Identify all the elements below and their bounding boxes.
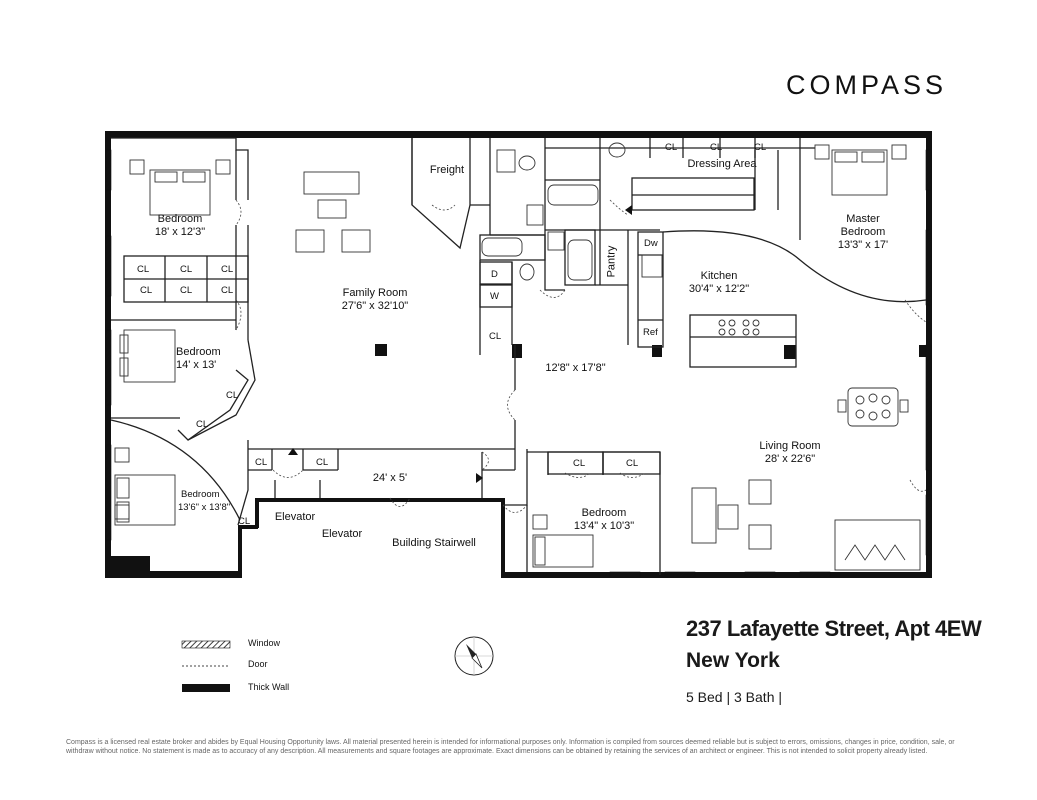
room-bedroom3: Bedroom 13'6" x 13'8" <box>178 488 238 514</box>
listing-summary: 5 Bed | 3 Bath | <box>686 689 783 705</box>
room-bedroom1: Bedroom 18' x 12'3" <box>145 213 215 239</box>
room-name: Elevator <box>274 511 316 523</box>
doors <box>235 199 927 513</box>
closet-label: CL <box>180 285 193 296</box>
room-name: Dressing Area <box>687 158 757 170</box>
room-name: Bedroom <box>157 213 203 225</box>
legend-window-label: Window <box>248 638 281 648</box>
washer-label: W <box>490 291 499 302</box>
room-name: Building Stairwell <box>392 537 476 549</box>
room-name: Elevator <box>321 528 363 540</box>
direction-arrows <box>288 205 632 483</box>
north-compass-icon <box>454 636 494 676</box>
room-name: Freight <box>429 164 465 176</box>
refrigerator-label: Ref <box>643 327 658 338</box>
closet-label: CL <box>196 419 209 430</box>
room-hall: 24' x 5' <box>368 472 412 485</box>
room-name: Living Room <box>759 440 821 452</box>
room-dims: 13'6" x 13'8" <box>178 502 231 513</box>
closet-label: CL <box>573 458 586 469</box>
closet-label: CL <box>140 285 153 296</box>
disclaimer-text: Compass is a licensed real estate broker… <box>66 739 955 755</box>
room-kitchen: Kitchen 30'4" x 12'2" <box>683 270 755 296</box>
furniture <box>114 142 921 571</box>
closet-label: CL <box>665 142 678 153</box>
closet-label: CL <box>316 457 329 468</box>
room-pantry: Pantry <box>606 240 619 284</box>
room-building-stairwell: Building Stairwell <box>388 537 480 550</box>
closet-label: CL <box>754 142 767 153</box>
room-dims: 24' x 5' <box>372 472 408 484</box>
closet-label: CL <box>626 458 639 469</box>
listing-address: 237 Lafayette Street, Apt 4EW <box>686 616 982 641</box>
room-name: Bedroom <box>176 346 221 358</box>
compass-logo: COMPASS <box>786 70 948 100</box>
room-name-line1: Master <box>846 213 880 225</box>
room-dims: 18' x 12'3" <box>154 226 206 238</box>
room-freight: Freight <box>425 164 469 177</box>
closet-label: CL <box>710 142 723 153</box>
room-dims: 28' x 22'6" <box>764 453 816 465</box>
room-name: Kitchen <box>700 270 738 282</box>
room-center-area: 12'8" x 17'8" <box>543 362 608 375</box>
room-dims: 13'4" x 10'3" <box>573 520 635 532</box>
room-living-room: Living Room 28' x 22'6" <box>752 440 828 466</box>
closet-label: CL <box>180 264 193 275</box>
room-elevator-2: Elevator <box>317 528 367 541</box>
closet-label: CL <box>255 457 268 468</box>
legend-thick-wall-swatch <box>182 684 230 692</box>
room-master-bedroom: Master Bedroom 13'3" x 17' <box>833 213 893 252</box>
room-name-line2: Bedroom <box>840 226 886 238</box>
legend-door-label: Door <box>248 659 268 669</box>
legend-window-swatch <box>181 640 231 649</box>
room-dressing-area: Dressing Area <box>682 158 762 171</box>
room-name: Family Room <box>342 287 408 299</box>
closet-label: CL <box>221 285 234 296</box>
room-dims: 14' x 13' <box>176 359 217 371</box>
legend-thick-wall-label: Thick Wall <box>248 682 290 692</box>
dishwasher-label: Dw <box>644 238 658 249</box>
dryer-label: D <box>491 269 498 280</box>
listing-city: New York <box>686 649 780 672</box>
room-name: Bedroom <box>181 489 220 500</box>
closet-label: CL <box>221 264 234 275</box>
room-elevator-1: Elevator <box>270 511 320 524</box>
room-name: Bedroom <box>581 507 627 519</box>
closet-label: CL <box>137 264 150 275</box>
room-dims: 30'4" x 12'2" <box>688 283 750 295</box>
closet-label: CL <box>238 516 251 527</box>
room-family-room: Family Room 27'6" x 32'10" <box>335 287 415 313</box>
windows <box>105 149 932 578</box>
closet-label: CL <box>226 390 239 401</box>
room-name: Pantry <box>605 245 618 278</box>
room-dims: 27'6" x 32'10" <box>341 300 409 312</box>
room-dims: 13'3" x 17' <box>837 239 889 251</box>
room-dims: 12'8" x 17'8" <box>545 362 606 374</box>
room-bedroom4: Bedroom 13'4" x 10'3" <box>570 507 638 533</box>
room-bedroom2: Bedroom 14' x 13' <box>176 346 226 372</box>
closet-label: CL <box>489 331 502 342</box>
